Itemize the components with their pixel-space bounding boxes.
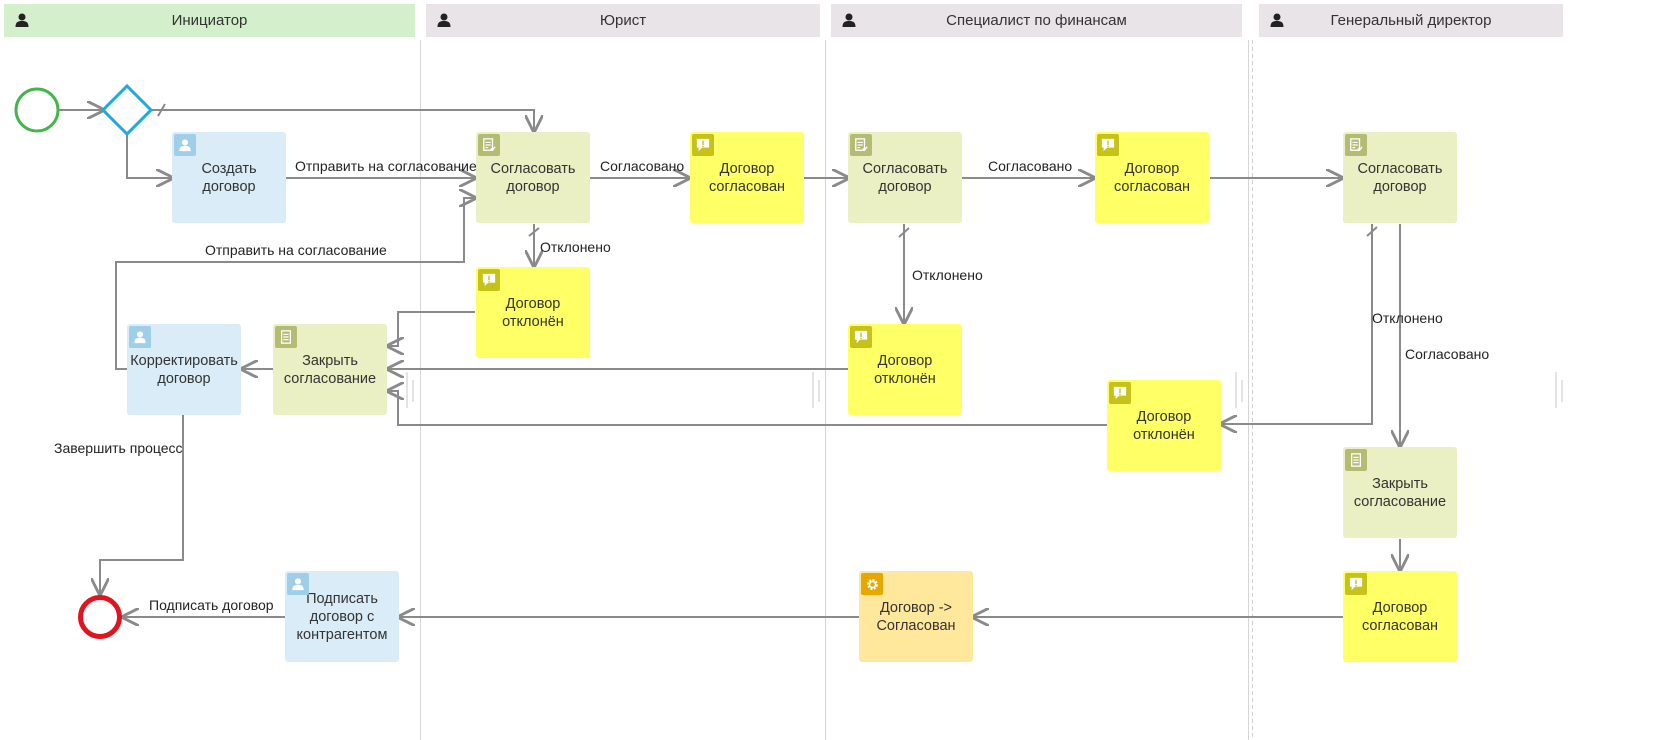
task-label: Создать договор bbox=[201, 160, 257, 195]
conditional-flow-slash bbox=[898, 227, 910, 238]
task-label: Договор отклонён bbox=[874, 352, 936, 387]
notification-icon bbox=[478, 269, 500, 291]
task-label: Договор отклонён bbox=[1133, 408, 1195, 443]
flow-label-send-again: Отправить на согласование bbox=[205, 242, 387, 258]
flow-gateway-to-create[interactable] bbox=[126, 133, 172, 178]
task-legal-approve[interactable]: Согласовать договор bbox=[476, 132, 590, 223]
approval-task-icon bbox=[850, 134, 872, 156]
task-finance-rejected[interactable]: Договор отклонён bbox=[848, 324, 962, 415]
task-label: Закрыть согласование bbox=[1353, 475, 1447, 510]
task-label: Договор отклонён bbox=[502, 295, 564, 330]
task-legal-approved[interactable]: Договор согласован bbox=[690, 132, 804, 223]
task-ceo-close-approval[interactable]: Закрыть согласование bbox=[1343, 447, 1457, 538]
flow-label-approved: Согласовано bbox=[1405, 346, 1490, 362]
document-icon bbox=[275, 326, 297, 348]
flow-correct-to-legal-approve[interactable] bbox=[115, 198, 475, 370]
flow-label-approved: Согласовано bbox=[988, 158, 1073, 174]
lane-separator bbox=[825, 40, 826, 740]
notification-icon bbox=[692, 134, 714, 156]
flow-label-rejected: Отклонено bbox=[540, 239, 611, 255]
lane-separator bbox=[1252, 40, 1253, 740]
task-ceo-rejected[interactable]: Договор отклонён bbox=[1107, 380, 1221, 471]
user-icon bbox=[1270, 13, 1284, 27]
lane-title: Инициатор bbox=[171, 12, 248, 29]
lane-header-ceo[interactable]: Генеральный директор bbox=[1259, 4, 1563, 37]
notification-icon bbox=[1345, 573, 1367, 595]
task-close-approval[interactable]: Закрыть согласование bbox=[273, 324, 387, 415]
task-finance-approved[interactable]: Договор согласован bbox=[1095, 132, 1209, 223]
gear-icon bbox=[861, 573, 883, 595]
conditional-flow-slash bbox=[528, 227, 540, 237]
start-event[interactable] bbox=[14, 87, 60, 133]
flow-label-send: Отправить на согласование bbox=[295, 158, 477, 174]
exclusive-gateway[interactable] bbox=[100, 83, 154, 137]
task-label: Подписать договор с контрагентом bbox=[296, 590, 388, 643]
task-correct-contract[interactable]: Корректировать договор bbox=[127, 324, 241, 415]
approval-task-icon bbox=[478, 134, 500, 156]
task-label: Согласовать договор bbox=[862, 160, 948, 195]
conditional-flow-slash bbox=[1366, 226, 1378, 237]
task-label: Договор согласован bbox=[708, 160, 786, 195]
user-icon bbox=[437, 13, 451, 27]
flow-label-rejected: Отклонено bbox=[1372, 310, 1443, 326]
task-create-contract[interactable]: Создать договор bbox=[172, 132, 286, 223]
document-icon bbox=[1345, 449, 1367, 471]
notification-icon bbox=[850, 326, 872, 348]
lane-separator bbox=[420, 40, 421, 740]
user-task-icon bbox=[287, 573, 309, 595]
flow-ceo-rejected-to-close[interactable] bbox=[388, 391, 1107, 426]
task-label: Закрыть согласование bbox=[283, 352, 377, 387]
flow-correct-to-end[interactable] bbox=[100, 414, 184, 594]
task-set-status[interactable]: Договор -> Согласован bbox=[859, 571, 973, 662]
task-label: Согласовать договор bbox=[1357, 160, 1443, 195]
task-label: Договор -> Согласован bbox=[876, 599, 956, 634]
user-task-icon bbox=[174, 134, 196, 156]
flow-label-approved: Согласовано bbox=[600, 158, 685, 174]
flow-label-sign: Подписать договор bbox=[149, 597, 274, 613]
task-label: Корректировать договор bbox=[130, 352, 238, 387]
lane-title: Специалист по финансам bbox=[946, 12, 1127, 29]
user-icon bbox=[842, 13, 856, 27]
approval-task-icon bbox=[1345, 134, 1367, 156]
user-task-icon bbox=[129, 326, 151, 348]
lane-header-finance[interactable]: Специалист по финансам bbox=[831, 4, 1242, 37]
task-label: Согласовать договор bbox=[490, 160, 576, 195]
flow-label-finish: Завершить процесс bbox=[54, 440, 183, 456]
task-sign-contract[interactable]: Подписать договор с контрагентом bbox=[285, 571, 399, 662]
flow-ceo-rejected[interactable] bbox=[1221, 224, 1373, 424]
flow-gateway-to-legal-approve[interactable] bbox=[151, 109, 534, 131]
lane-title: Юрист bbox=[599, 12, 647, 29]
notification-icon bbox=[1109, 382, 1131, 404]
lane-separator bbox=[1248, 40, 1249, 740]
lane-header-initiator[interactable]: Инициатор bbox=[4, 4, 415, 37]
lane-title: Генеральный директор bbox=[1330, 12, 1492, 29]
task-ceo-approved[interactable]: Договор согласован bbox=[1343, 571, 1457, 662]
task-legal-rejected[interactable]: Договор отклонён bbox=[476, 267, 590, 358]
lane-header-lawyer[interactable]: Юрист bbox=[426, 4, 820, 37]
default-flow-slash bbox=[157, 103, 166, 117]
end-event[interactable] bbox=[78, 595, 122, 639]
user-icon bbox=[15, 13, 29, 27]
task-label: Договор согласован bbox=[1113, 160, 1191, 195]
task-label: Договор согласован bbox=[1361, 599, 1439, 634]
task-ceo-approve[interactable]: Согласовать договор bbox=[1343, 132, 1457, 223]
flow-label-rejected: Отклонено bbox=[912, 267, 983, 283]
flow-legal-rejected-to-close[interactable] bbox=[388, 311, 475, 346]
notification-icon bbox=[1097, 134, 1119, 156]
task-finance-approve[interactable]: Согласовать договор bbox=[848, 132, 962, 223]
